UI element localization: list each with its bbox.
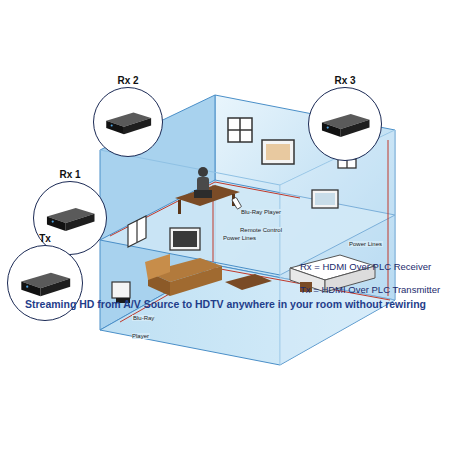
part-label-text: Blu-Ray Player Remote Control (240, 209, 283, 233)
device-callout: Rx 3 (308, 74, 382, 161)
caption: Streaming HD from A/V Source to HDTV any… (25, 298, 426, 310)
device-name: Rx 2 (93, 74, 163, 87)
device-name: Tx (7, 232, 83, 245)
part-label: Power Lines (222, 226, 262, 244)
key-text: Rx = HDMI Over PLC Receiver (300, 261, 431, 272)
key-note: Rx = HDMI Over PLC Receiver (300, 256, 431, 274)
device-icon (309, 88, 381, 160)
device-name: Rx 3 (308, 74, 382, 87)
part-label-text: Power Lines (222, 235, 257, 241)
part-label-text: Blu-Ray Player (132, 315, 154, 339)
part-label-text: Power Lines (348, 241, 383, 247)
callout-circle (93, 87, 163, 157)
callout-circle (308, 87, 382, 161)
part-label: Blu-Ray Player Remote Control (240, 200, 284, 237)
part-label: Power Lines (348, 232, 384, 250)
key-note: Tx = HDMI Over PLC Transmitter (300, 279, 440, 297)
device-icon (94, 88, 162, 156)
key-text: Tx = HDMI Over PLC Transmitter (300, 284, 440, 295)
part-label: Blu-Ray Player (132, 306, 162, 343)
device-name: Rx 1 (33, 168, 107, 181)
device-callout: Rx 2 (93, 74, 163, 157)
